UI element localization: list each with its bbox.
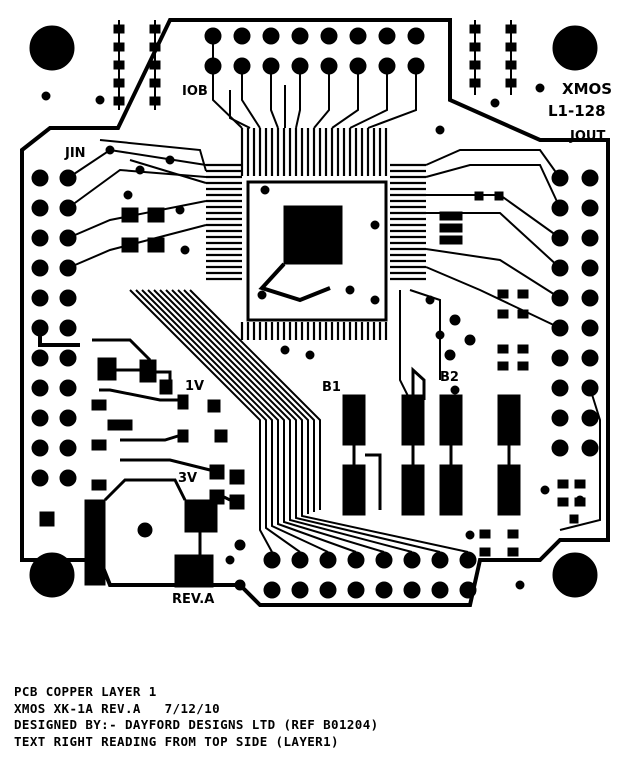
label-jin: JIN [65,146,86,161]
qfp-pins-right [390,163,426,281]
regulator-components [39,357,246,591]
label-xmos: XMOS [562,80,613,98]
bottom-right-smd [479,479,586,557]
bottom-header-pads [263,551,477,599]
mounting-hole-top-right [552,25,598,71]
iob-bus-traces [212,44,417,129]
left-smd-components [105,145,190,255]
qfp-pins-bottom [240,322,388,340]
label-1v: 1V [185,379,205,394]
diagonal-bus-traces [129,289,469,553]
qfp-body [246,180,388,322]
right-smd-components [425,191,529,371]
qfp-pins-left [206,163,242,281]
mounting-hole-top-left [29,25,75,71]
label-b2: B2 [440,370,459,385]
label-3v: 3V [178,471,198,486]
label-iob: IOB [182,84,208,99]
pcb-copper-artwork [20,18,610,607]
note-board-revision: XMOS XK-1A REV.A 7/12/10 [14,700,221,716]
note-designer: DESIGNED BY:- DAYFORD DESIGNS LTD (REF B… [14,717,379,732]
top-right-smd-strips [469,20,517,95]
drawing-notes: PCB COPPER LAYER 1 XMOS XK-1A REV.A 7/12… [14,684,624,750]
note-reading-direction: TEXT RIGHT READING FROM TOP SIDE (LAYER1… [14,733,339,749]
qfp-center-pad [283,205,343,265]
qfp-pins-top [240,128,388,176]
note-layer-title: PCB COPPER LAYER 1 [14,684,157,699]
mounting-hole-bottom-left [29,552,75,598]
mounting-hole-bottom-right [552,552,598,598]
regulator-traces [92,338,231,555]
label-b1: B1 [322,380,341,395]
label-rev: REV.A [172,592,215,607]
iob-header-pads [204,27,425,75]
jout-header-pads [551,169,599,457]
label-jout: JOUT [570,129,606,144]
jin-header-pads [31,169,77,487]
bulk-capacitor-pads [342,366,521,516]
qfp-thermal-trace [258,262,331,303]
label-part-number: L1-128 [548,102,606,120]
top-left-smd-strips [113,20,161,110]
